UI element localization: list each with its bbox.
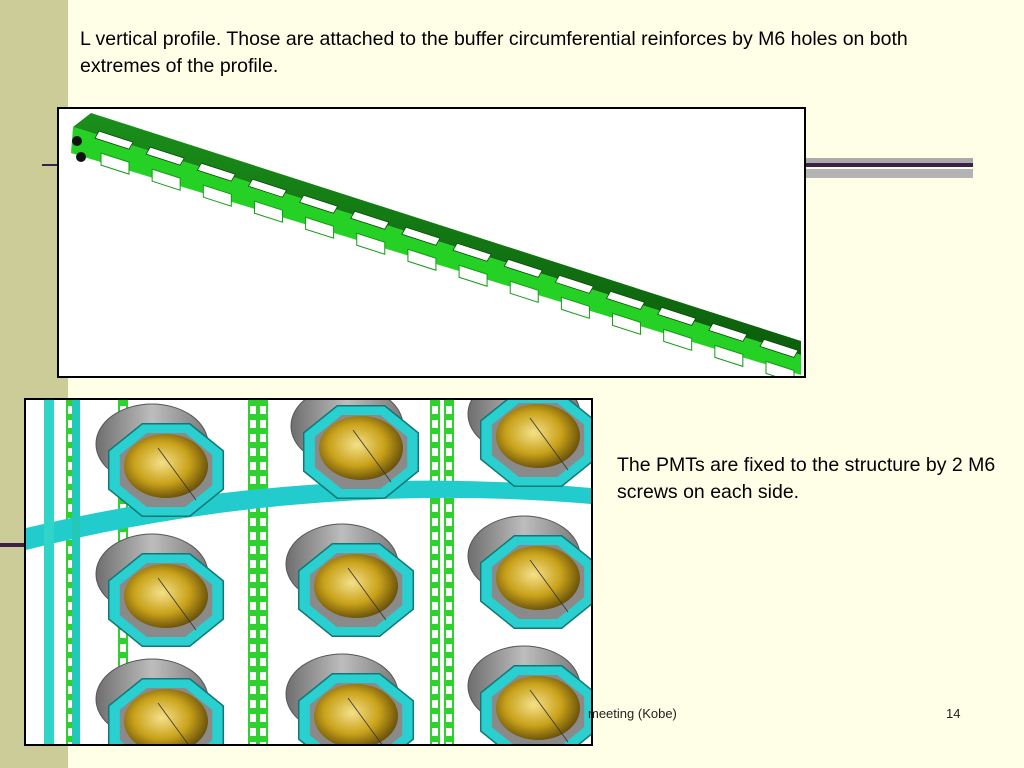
pmt-mounting-render-image [24, 398, 593, 746]
pmt-description-text: The PMTs are fixed to the structure by 2… [617, 454, 996, 503]
slide-number: 14 [946, 706, 961, 721]
decorative-rule-right [805, 158, 973, 180]
decorative-rule-left-bottom [0, 543, 26, 547]
slide-footer: meeting (Kobe) [588, 706, 677, 721]
slide-title-text: L vertical profile. Those are attached t… [80, 28, 908, 77]
decorative-rule-left-top [42, 164, 60, 166]
profile-render-image [57, 107, 806, 378]
